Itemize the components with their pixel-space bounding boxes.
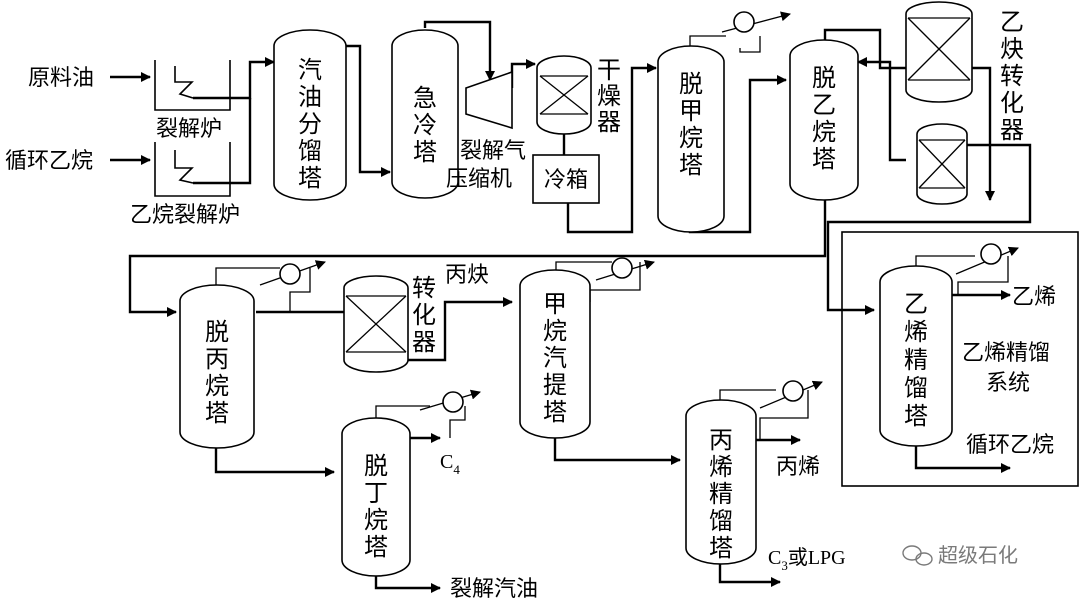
cracking-furnace-label: 裂解炉 (156, 117, 222, 142)
depropanizer-label: 脱丙烷塔 (205, 318, 229, 427)
compressor-label-1: 裂解气 (460, 139, 526, 164)
debutanizer-label: 脱丁烷塔 (364, 452, 388, 561)
watermark: 超级石化 (938, 543, 1018, 567)
acetylene-converter-bottom (916, 123, 968, 205)
ethylene-system-frame (841, 231, 1079, 487)
dryer-label: 干燥器 (597, 56, 621, 136)
ethane-cracking-furnace (154, 142, 231, 197)
ethylene-fractionator-label: 乙烯精馏塔 (904, 290, 928, 430)
cracking-furnace (154, 60, 231, 111)
cold-box (532, 154, 600, 204)
ethylene-system-label-2: 系统 (986, 371, 1030, 396)
acetylene-converter-label: 乙炔转化器 (1000, 8, 1024, 144)
compressor-icon (465, 70, 513, 130)
propyne-label: 丙炔 (445, 263, 489, 288)
ethylene-label: 乙烯 (1012, 285, 1056, 310)
recycle-ethane-label: 循环乙烷 (5, 149, 93, 174)
dryer (536, 55, 592, 135)
diagram-labels: 原料油 循环乙烷 裂解炉 乙烷裂解炉 裂解气 压缩机 冷箱 丙炔 C4 裂解汽油… (5, 66, 1056, 602)
debutanizer (341, 417, 411, 577)
condenser-icon (279, 263, 301, 285)
methane-stripper-label: 甲烷汽提塔 (543, 290, 567, 426)
c4-label: C4 (440, 451, 460, 477)
ethylene-system-label-1: 乙烯精馏 (962, 341, 1050, 366)
condenser-icon (980, 243, 1002, 265)
gasoline-fractionator-label: 汽油分馏塔 (298, 56, 322, 192)
ethylene-fractionator (879, 265, 953, 447)
compressor-label-2: 压缩机 (446, 167, 512, 192)
condenser-icon (782, 380, 804, 402)
ethane-cracking-furnace-label: 乙烷裂解炉 (130, 203, 240, 228)
wechat-icon (902, 545, 933, 566)
c3-lpg-label: C3或LPG (768, 546, 846, 573)
demethanizer (657, 45, 725, 233)
quench-tower (391, 29, 459, 199)
propylene-fractionator-label: 丙烯精馏塔 (709, 426, 733, 562)
gasoline-fractionator (273, 29, 347, 201)
deethanizer (789, 39, 859, 201)
methane-stripper (519, 269, 591, 439)
condenser-icon (442, 391, 464, 413)
condenser-icon (611, 257, 633, 279)
cracked-gasoline-label: 裂解汽油 (450, 577, 538, 602)
acetylene-converter-top (905, 1, 973, 103)
depropanizer (179, 284, 255, 449)
propylene-label: 丙烯 (776, 455, 820, 480)
towers (179, 29, 953, 577)
feed-oil-label: 原料油 (28, 66, 94, 91)
quench-tower-label: 急冷塔 (413, 84, 437, 166)
propyne-converter (343, 275, 409, 373)
condenser-icon (733, 11, 755, 33)
converter-label: 转化器 (412, 274, 436, 356)
deethanizer-label: 脱乙烷塔 (812, 64, 836, 173)
recycle-ethane-out-label: 循环乙烷 (966, 433, 1054, 458)
flow-lines (110, 20, 1032, 593)
demethanizer-label: 脱甲烷塔 (679, 70, 703, 179)
propylene-fractionator (685, 399, 757, 565)
cold-box-label: 冷箱 (544, 168, 588, 193)
